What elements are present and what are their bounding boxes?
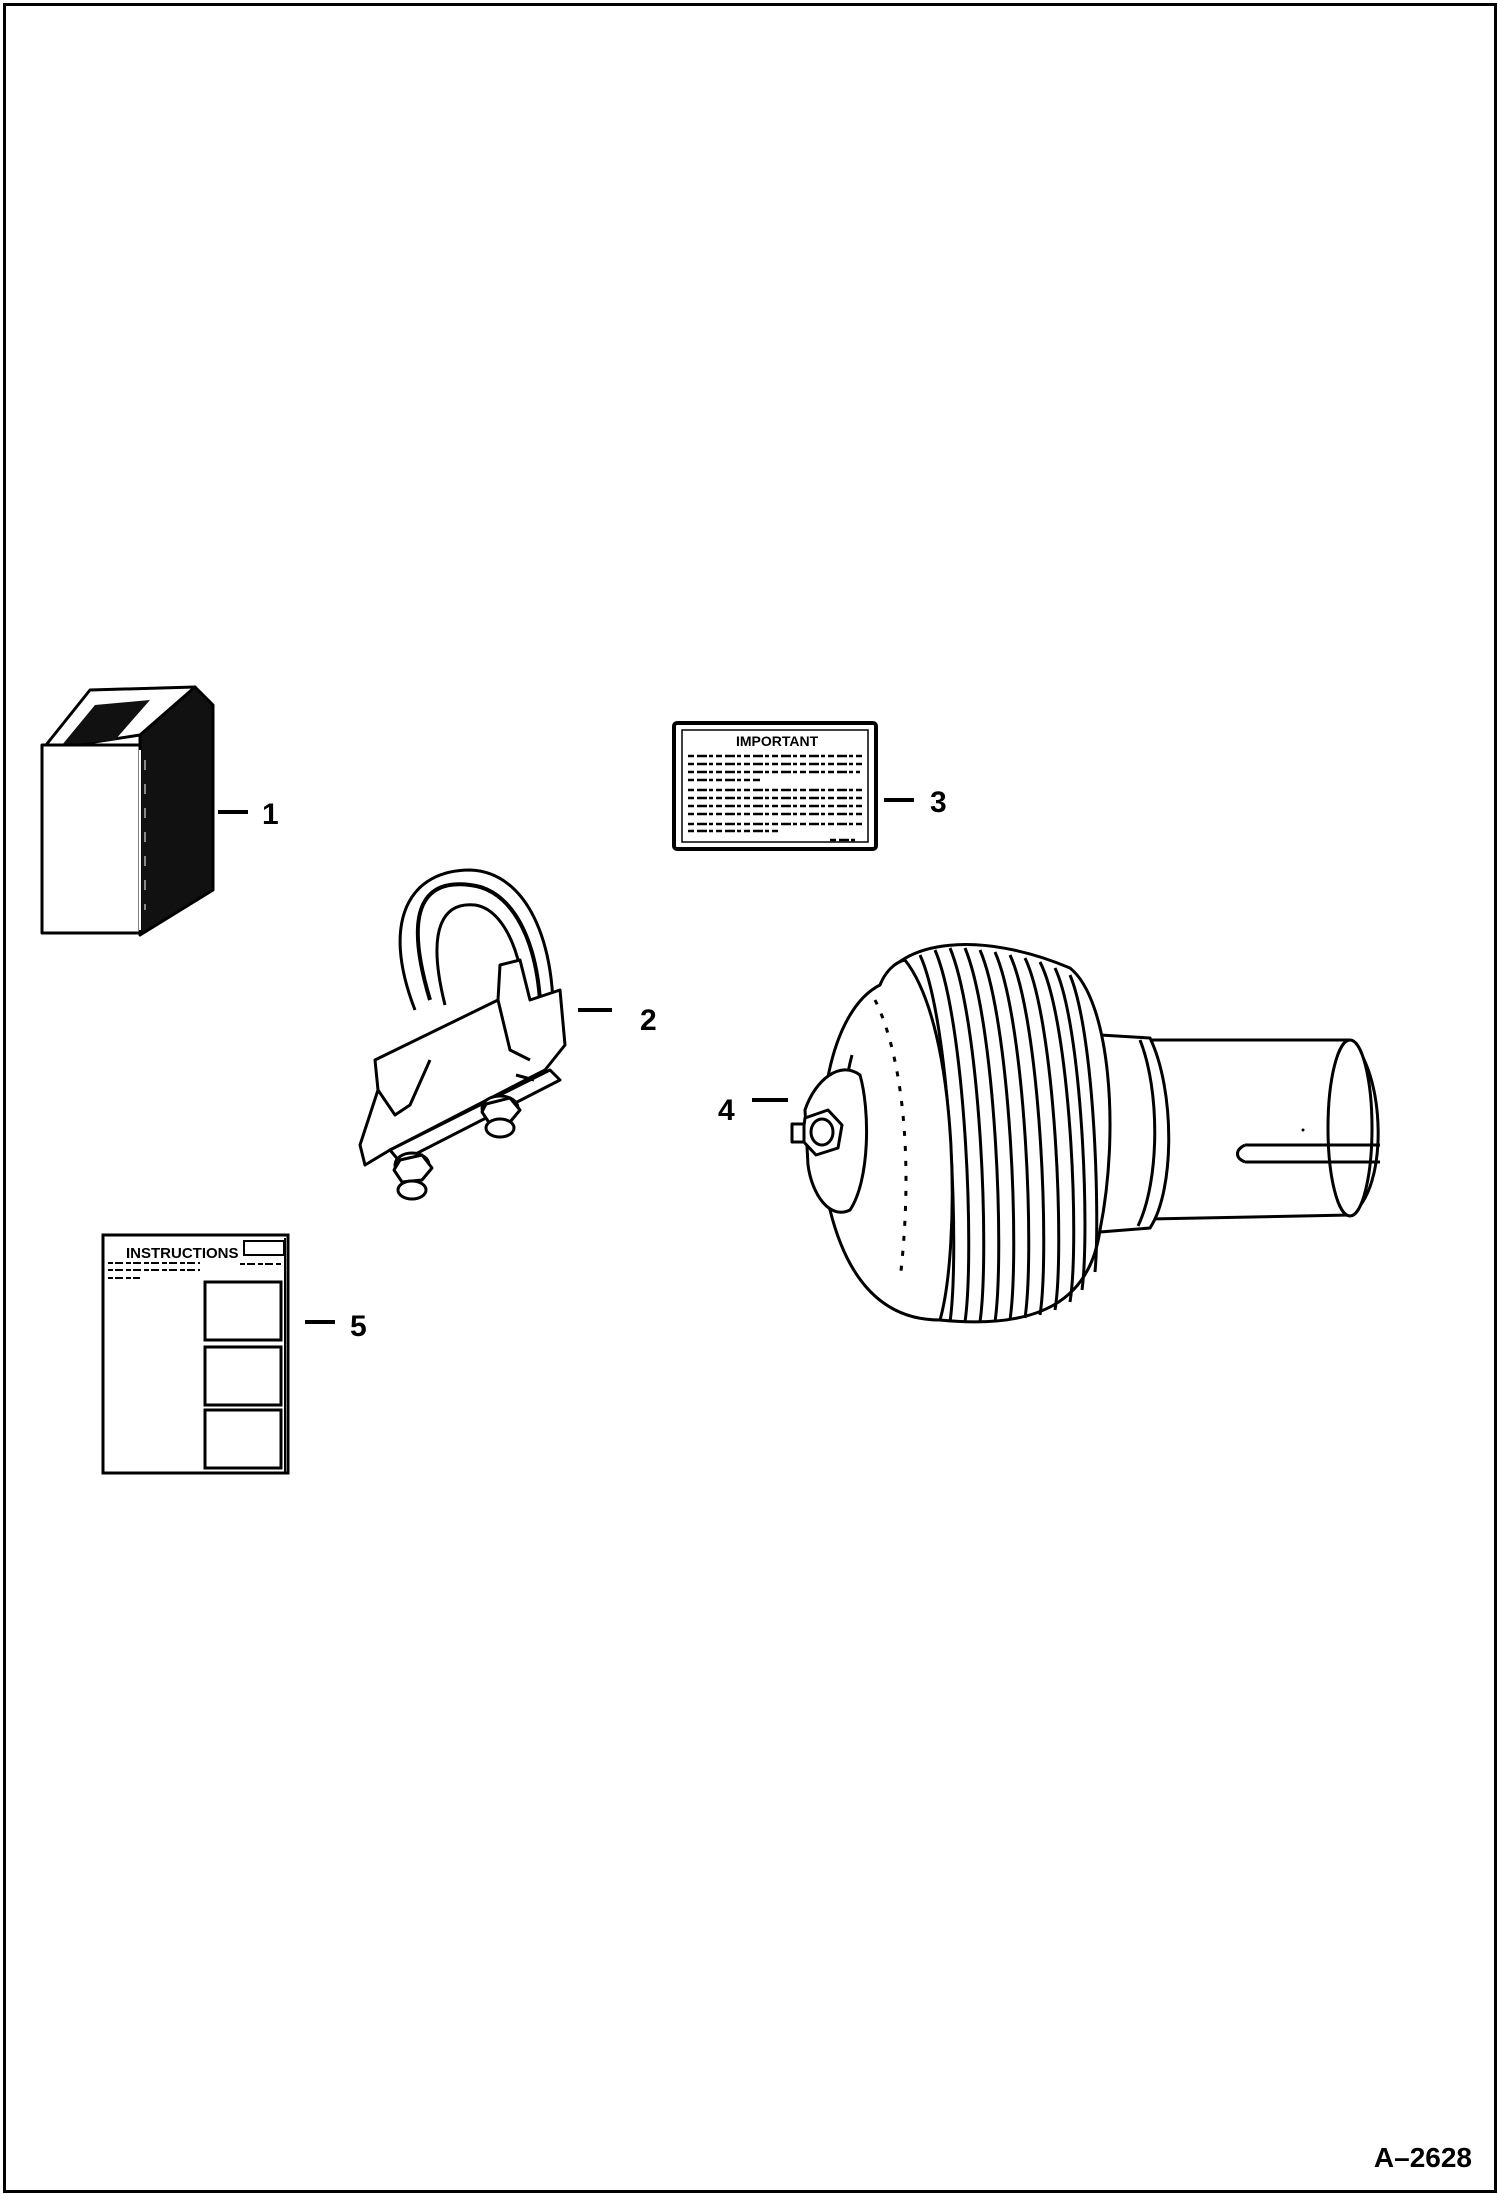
callout-1: 1 [262, 798, 279, 831]
callout-3: 3 [930, 786, 947, 819]
figure-id: A–2628 [1373, 2142, 1472, 2173]
part-1-box [40, 685, 215, 937]
callout-2: 2 [640, 1004, 657, 1037]
part-2-clamp [358, 868, 567, 1201]
part-4-muffler [790, 943, 1380, 1324]
part-5-instructions: INSTRUCTIONS [101, 1233, 290, 1475]
callout-5: 5 [350, 1310, 367, 1343]
sheet-title: INSTRUCTIONS [126, 1245, 239, 1262]
part-3-decal: IMPORTANT [672, 721, 878, 851]
callout-4: 4 [718, 1094, 735, 1127]
page-border [3, 3, 1497, 2193]
dot-mark [1301, 1128, 1305, 1132]
decal-title: IMPORTANT [736, 733, 819, 749]
